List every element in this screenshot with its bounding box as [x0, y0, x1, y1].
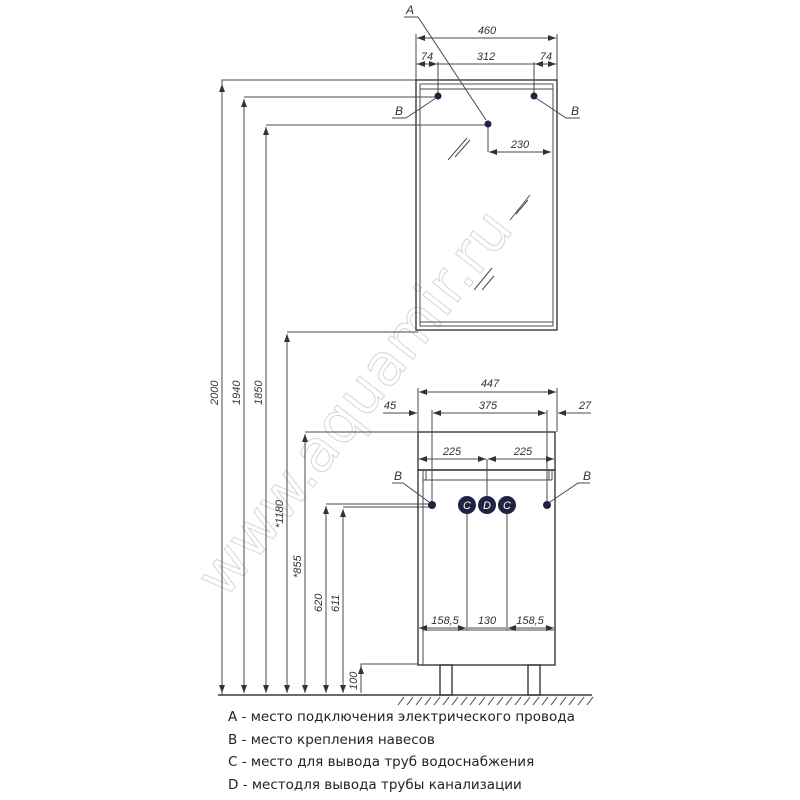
floor-hatch-line — [496, 696, 504, 706]
floor-hatch-line — [415, 696, 423, 706]
legend-item-b: B - место крепления навесов — [228, 732, 435, 748]
floor-line — [218, 694, 594, 706]
dim-158-5-right: 158,5 — [516, 615, 544, 627]
floor-hatch-line — [451, 696, 459, 706]
legend-text: - местодля вывода трубы канализации — [238, 777, 522, 793]
electric-connection-point — [484, 120, 492, 128]
hanger-point-left — [434, 92, 442, 100]
legend-item-d: D - местодля вывода трубы канализации — [228, 777, 522, 793]
floor-hatch-line — [532, 696, 540, 706]
hanger-point-left — [428, 501, 436, 509]
floor-hatch-line — [442, 696, 450, 706]
height-2000: 2000 — [209, 380, 221, 406]
point-b-label-left: B — [394, 469, 402, 483]
dim-45: 45 — [384, 400, 397, 412]
height-620: 620 — [313, 593, 325, 612]
point-d-label: D — [483, 500, 491, 512]
dim-225-left: 225 — [442, 446, 462, 458]
dim-130: 130 — [478, 615, 497, 627]
height-1180: *1180 — [274, 499, 286, 528]
height-dimensions: 2000 1940 1850 *1180 *855 620 611 100 — [209, 79, 486, 695]
point-c-label-left: C — [463, 500, 471, 512]
floor-hatch-line — [469, 696, 477, 706]
legend-letter: C — [228, 754, 238, 770]
dim-230: 230 — [510, 139, 530, 151]
point-b-label-right: B — [583, 469, 591, 483]
legend-letter: A — [228, 709, 238, 725]
glass-hatch — [447, 137, 531, 291]
dim-225-right: 225 — [513, 446, 533, 458]
point-c-label-right: C — [503, 500, 511, 512]
leg-right — [527, 664, 541, 696]
floor-hatch-line — [424, 696, 432, 706]
floor-hatch-line — [523, 696, 531, 706]
hanger-point-right — [543, 501, 551, 509]
legend-letter: D — [228, 777, 239, 793]
vanity-cabinet: 447 45 375 27 225 225 158,5 130 158,5 B … — [383, 378, 592, 696]
floor-hatch-line — [487, 696, 495, 706]
dim-74-right: 74 — [540, 51, 552, 63]
dim-27: 27 — [578, 400, 592, 412]
floor-hatch-line — [577, 696, 585, 706]
legend-item-c: C - место для вывода труб водоснабжения — [228, 754, 534, 770]
water-outlet-left — [458, 496, 476, 514]
legend-item-a: A - место подключения электрического про… — [228, 709, 575, 725]
height-611: 611 — [330, 594, 342, 612]
dim-460: 460 — [478, 25, 497, 37]
legend-text: - место подключения электрического прово… — [237, 709, 575, 725]
leg-left — [439, 664, 453, 696]
legend-text: - место крепления навесов — [237, 732, 435, 748]
drain-outlet — [478, 496, 496, 514]
height-1850: 1850 — [253, 380, 265, 405]
floor-hatch-line — [586, 696, 594, 706]
mirror-cabinet: 460 74 312 74 230 A B B — [392, 3, 580, 331]
floor-hatch-line — [559, 696, 567, 706]
floor-hatch-line — [541, 696, 549, 706]
hanger-point-right — [530, 92, 538, 100]
floor-hatch-line — [505, 696, 513, 706]
floor-hatch-line — [397, 696, 405, 706]
floor-hatch-line — [460, 696, 468, 706]
legend-letter: B — [228, 732, 238, 748]
floor-hatch-line — [514, 696, 522, 706]
point-b-label-left: B — [395, 104, 403, 118]
dim-375: 375 — [479, 400, 498, 412]
point-b-label-right: B — [571, 104, 579, 118]
water-outlet-right — [498, 496, 516, 514]
height-1940: 1940 — [231, 380, 243, 405]
floor-hatch-line — [406, 696, 414, 706]
legend-text: - место для вывода труб водоснабжения — [237, 754, 535, 770]
height-100: 100 — [348, 671, 360, 690]
dim-158-5-left: 158,5 — [431, 615, 459, 627]
dim-312: 312 — [477, 51, 495, 63]
floor-hatch-line — [568, 696, 576, 706]
dim-447: 447 — [481, 378, 500, 390]
point-a-label: A — [405, 3, 414, 17]
floor-hatch-line — [550, 696, 558, 706]
floor-hatch-line — [433, 696, 441, 706]
dim-74-left: 74 — [421, 51, 433, 63]
height-855: *855 — [292, 554, 304, 578]
floor-hatch-line — [478, 696, 486, 706]
